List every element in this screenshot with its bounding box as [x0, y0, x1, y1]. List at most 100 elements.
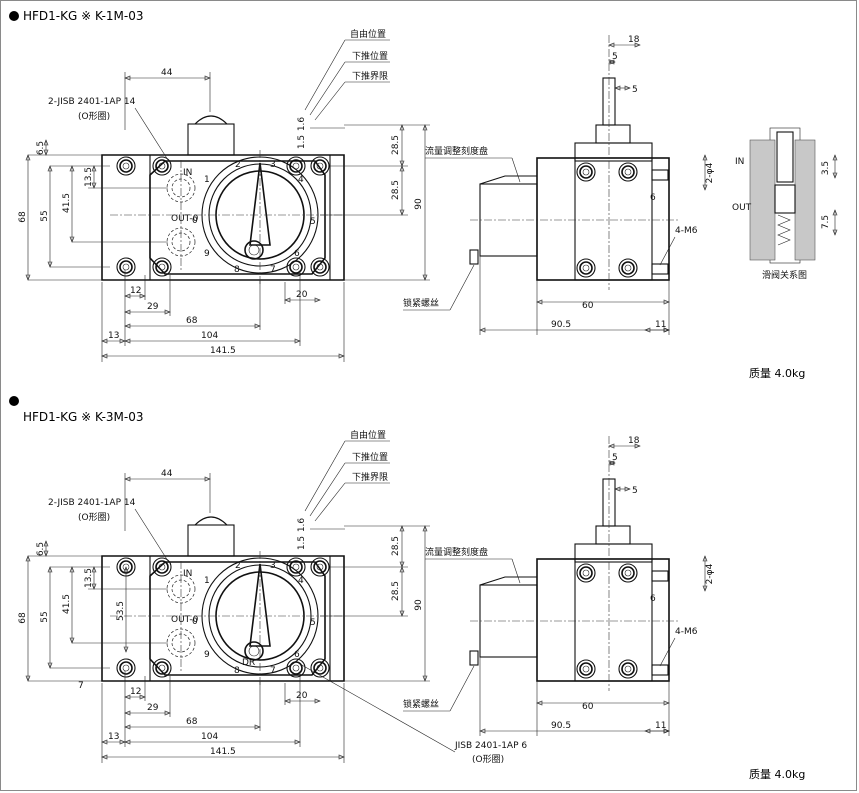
- dial-number: 5: [310, 618, 316, 628]
- dim-53-5: 53.5: [116, 601, 126, 621]
- drawing-title: HFD1-KG ※ K-3M-03: [23, 410, 144, 424]
- dim-60: 60: [582, 702, 594, 712]
- callout-free-position: 自由位置: [350, 28, 386, 40]
- dim-18: 18: [628, 35, 640, 45]
- dim-11: 11: [655, 320, 666, 330]
- dim-141-5: 141.5: [210, 346, 236, 356]
- dim-90-5: 90.5: [551, 320, 571, 330]
- dial-number: 9: [204, 650, 210, 660]
- dial-number: 1: [204, 576, 210, 586]
- dial-number: 6: [294, 650, 300, 660]
- dim-6: 6: [650, 193, 656, 203]
- callout-push-limit: 下推界限: [352, 471, 388, 483]
- dial-number: 3: [270, 561, 276, 571]
- dim-6-5: 6.5: [36, 141, 46, 155]
- callout-flow-dial: 流量调整刻度盘: [425, 546, 488, 558]
- dim-44: 44: [161, 469, 173, 479]
- dim-29: 29: [147, 703, 159, 713]
- dial-number: 0: [192, 216, 198, 226]
- dim-28-5-top: 28.5: [391, 536, 401, 556]
- callout-push-position: 下推位置: [352, 451, 388, 463]
- callout-port-std: 2-JISB 2401-1AP 14: [48, 498, 136, 508]
- dim-41-5: 41.5: [62, 594, 72, 614]
- spool-hatch-left: [749, 139, 776, 261]
- dim-6-5: 6.5: [36, 542, 46, 556]
- port-in-label: IN: [183, 168, 192, 178]
- dial-number: 0: [192, 617, 198, 627]
- dim-68-bottom: 68: [186, 316, 198, 326]
- callout-lock-screw: 锁紧螺丝: [403, 698, 439, 710]
- dim-3-5: 3.5: [821, 161, 831, 175]
- callout-port2-std: JISB 2401-1AP 6: [454, 741, 527, 751]
- callout-thread: 4-M6: [675, 627, 698, 637]
- callout-port-oring: (O形圈): [78, 110, 110, 122]
- dim-28-5: 28.5: [391, 180, 401, 200]
- dial-number: 8: [234, 666, 240, 676]
- dim-12: 12: [130, 687, 141, 697]
- spool-diagram-caption: 滑阀关系图: [762, 269, 807, 281]
- dim-18: 18: [628, 436, 640, 446]
- dial-number: 4: [298, 175, 304, 185]
- spool-out-label: OUT: [732, 203, 752, 213]
- dim-20: 20: [296, 691, 308, 701]
- dim-55: 55: [40, 210, 50, 221]
- dim-13-5: 13.5: [84, 568, 94, 588]
- port-out0-label: OUT-0: [171, 615, 199, 625]
- dim-5b: 5: [632, 486, 638, 496]
- dim-68: 68: [18, 211, 28, 223]
- dial-number: 3: [270, 160, 276, 170]
- callout-port-oring: (O形圈): [78, 511, 110, 523]
- dim-90: 90: [414, 198, 424, 210]
- dim-68: 68: [18, 612, 28, 624]
- dial-number: 2: [235, 160, 241, 170]
- spool-hatch-right: [794, 139, 816, 261]
- dim-5a: 5: [612, 52, 618, 62]
- dial-number: 7: [270, 265, 276, 275]
- dim-7-5: 7.5: [821, 215, 831, 229]
- dial-number: 5: [310, 217, 316, 227]
- dim-55: 55: [40, 611, 50, 622]
- callout-pin: 2-φ4: [705, 162, 715, 183]
- title-bullet-1: [9, 11, 19, 21]
- dim-90: 90: [414, 599, 424, 611]
- mass-label: 质量 4.0kg: [749, 768, 805, 781]
- dial-number: 6: [294, 249, 300, 259]
- dim-5b: 5: [632, 85, 638, 95]
- dim-28-5: 28.5: [391, 581, 401, 601]
- dial-number: 2: [235, 561, 241, 571]
- callout-free-position: 自由位置: [350, 429, 386, 441]
- dim-12: 12: [130, 286, 141, 296]
- dim-6: 6: [650, 594, 656, 604]
- dim-41-5: 41.5: [62, 193, 72, 213]
- callout-flow-dial: 流量调整刻度盘: [425, 145, 488, 157]
- dim-13: 13: [108, 331, 119, 341]
- callout-lock-screw: 锁紧螺丝: [403, 297, 439, 309]
- dim-5a: 5: [612, 453, 618, 463]
- mass-label: 质量 4.0kg: [749, 367, 805, 380]
- drawing-title: HFD1-KG ※ K-1M-03: [23, 9, 144, 23]
- dim-1-5: 1.5: [297, 536, 307, 550]
- dim-68-bottom: 68: [186, 717, 198, 727]
- callout-push-position: 下推位置: [352, 50, 388, 62]
- dim-1-6: 1.6: [297, 518, 307, 533]
- dim-1-6: 1.6: [297, 117, 307, 132]
- callout-port-std: 2-JISB 2401-1AP 14: [48, 97, 136, 107]
- callout-port2-oring: (O形圈): [472, 753, 504, 765]
- callout-thread: 4-M6: [675, 226, 698, 236]
- dim-13: 13: [108, 732, 119, 742]
- title-bullet-2: [9, 396, 19, 406]
- dial-number: 9: [204, 249, 210, 259]
- dim-44: 44: [161, 68, 173, 78]
- dial-number: 4: [298, 576, 304, 586]
- dim-90-5: 90.5: [551, 721, 571, 731]
- port-in-label: IN: [183, 569, 192, 579]
- dial-number: 8: [234, 265, 240, 275]
- spool-in-label: IN: [735, 157, 744, 167]
- dim-20: 20: [296, 290, 308, 300]
- callout-push-limit: 下推界限: [352, 70, 388, 82]
- dim-28-5-top: 28.5: [391, 135, 401, 155]
